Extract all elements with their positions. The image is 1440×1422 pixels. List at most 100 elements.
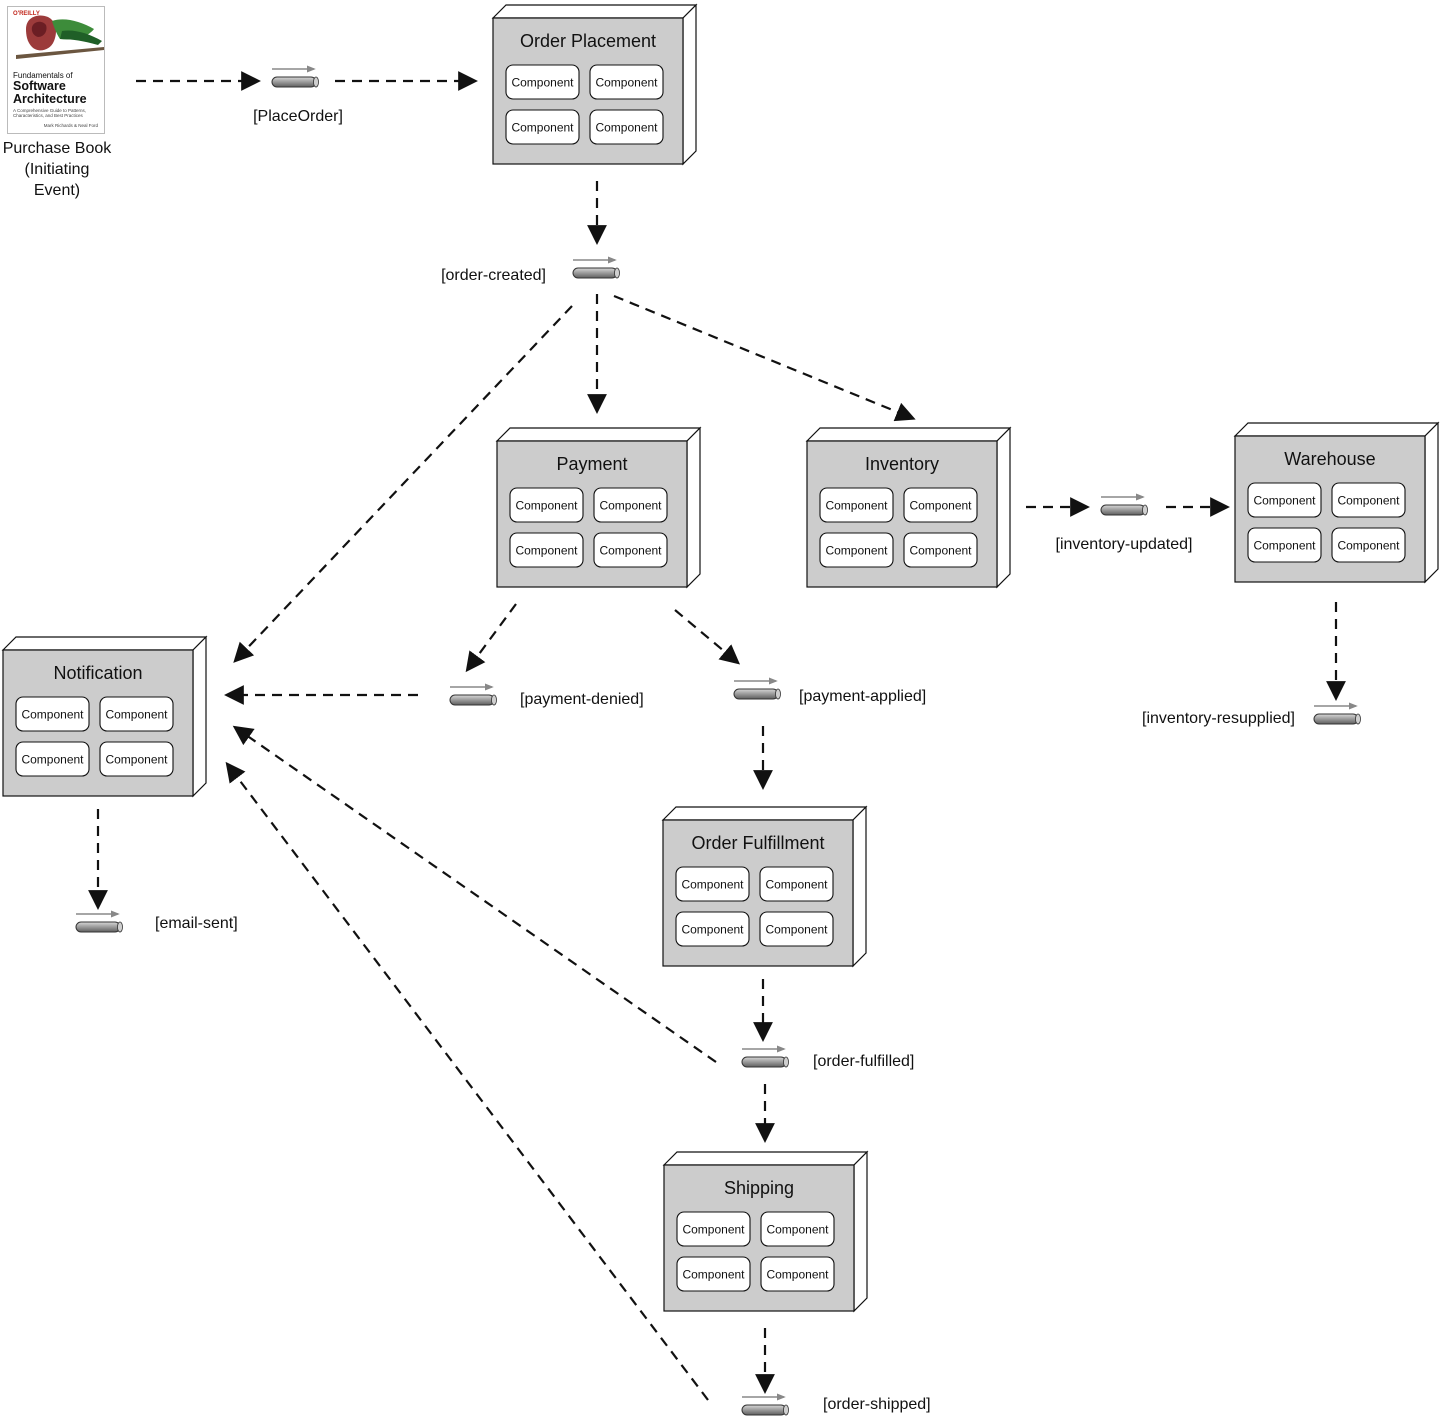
caption-line1: Purchase Book bbox=[2, 140, 112, 157]
component-label: Component bbox=[682, 1223, 745, 1237]
component-rect bbox=[593, 532, 668, 568]
book-title-line1: Fundamentals of bbox=[13, 71, 73, 80]
component-rect bbox=[99, 696, 174, 732]
box-side-face bbox=[852, 805, 867, 968]
event-label: [order-shipped] bbox=[823, 1396, 931, 1413]
channels-layer: [PlaceOrder][order-created][inventory-up… bbox=[75, 65, 1361, 1416]
component-label: Component bbox=[515, 544, 578, 558]
channel-pipe-icon bbox=[449, 694, 495, 706]
component-rect bbox=[760, 1256, 835, 1292]
component-rect bbox=[903, 532, 978, 568]
channel-pipe-end bbox=[783, 1404, 789, 1416]
component-rect bbox=[99, 741, 174, 777]
component-rect bbox=[676, 1256, 751, 1292]
box-side-face bbox=[1424, 421, 1439, 584]
component-label: Component bbox=[1337, 494, 1400, 508]
component-box: Component bbox=[505, 64, 580, 100]
processor-title: Payment bbox=[556, 454, 627, 474]
component-rect bbox=[759, 911, 834, 947]
box-side-face bbox=[996, 426, 1011, 589]
component-box: Component bbox=[675, 866, 750, 902]
flow-arrow bbox=[232, 725, 717, 1063]
component-rect bbox=[676, 1211, 751, 1247]
component-rect bbox=[760, 1211, 835, 1247]
component-box: Component bbox=[903, 532, 978, 568]
channel-pipe-icon bbox=[75, 921, 121, 933]
component-rect bbox=[589, 64, 664, 100]
component-box: Component bbox=[759, 866, 834, 902]
event-channel-email-sent: [email-sent] bbox=[75, 910, 238, 933]
channel-pipe-end bbox=[775, 688, 781, 700]
event-label: [email-sent] bbox=[155, 915, 238, 932]
component-box: Component bbox=[1247, 482, 1322, 518]
component-box: Component bbox=[593, 532, 668, 568]
component-box: Component bbox=[676, 1211, 751, 1247]
channel-pipe-end bbox=[783, 1056, 789, 1068]
component-label: Component bbox=[511, 121, 574, 135]
component-label: Component bbox=[599, 544, 662, 558]
component-label: Component bbox=[682, 1268, 745, 1282]
processor-title: Shipping bbox=[724, 1178, 794, 1198]
component-label: Component bbox=[681, 923, 744, 937]
event-label: [payment-applied] bbox=[799, 688, 926, 705]
component-label: Component bbox=[595, 76, 658, 90]
component-box: Component bbox=[676, 1256, 751, 1292]
component-box: Component bbox=[759, 911, 834, 947]
flow-arrow bbox=[674, 609, 741, 665]
channel-pipe-icon bbox=[271, 76, 317, 88]
component-label: Component bbox=[1337, 539, 1400, 553]
channel-pipe-end bbox=[491, 694, 497, 706]
flow-arrow bbox=[233, 305, 573, 663]
box-top-face bbox=[661, 806, 868, 821]
channel-pipe-icon bbox=[1313, 713, 1359, 725]
component-label: Component bbox=[909, 544, 972, 558]
component-rect bbox=[509, 532, 584, 568]
component-rect bbox=[509, 487, 584, 523]
box-side-face bbox=[192, 635, 207, 798]
component-label: Component bbox=[1253, 539, 1316, 553]
component-label: Component bbox=[681, 878, 744, 892]
component-rect bbox=[1331, 527, 1406, 563]
channel-pipe-icon bbox=[741, 1056, 787, 1068]
component-box: Component bbox=[819, 487, 894, 523]
component-box: Component bbox=[99, 696, 174, 732]
event-channel-payment-applied: [payment-applied] bbox=[733, 677, 926, 705]
box-side-face bbox=[682, 3, 697, 166]
component-label: Component bbox=[766, 1223, 829, 1237]
book-title-main: Software Architecture bbox=[13, 79, 87, 106]
component-label: Component bbox=[21, 753, 84, 767]
box-side-face bbox=[853, 1150, 868, 1313]
flow-arrow bbox=[613, 294, 916, 422]
component-label: Component bbox=[825, 499, 888, 513]
flow-arrow bbox=[465, 603, 517, 673]
component-box: Component bbox=[15, 741, 90, 777]
component-label: Component bbox=[105, 753, 168, 767]
component-box: Component bbox=[509, 487, 584, 523]
component-box: Component bbox=[760, 1256, 835, 1292]
box-top-face bbox=[1, 636, 208, 651]
component-label: Component bbox=[825, 544, 888, 558]
component-rect bbox=[505, 64, 580, 100]
component-rect bbox=[505, 109, 580, 145]
component-label: Component bbox=[595, 121, 658, 135]
event-channel-inventory-updated: [inventory-updated] bbox=[1056, 493, 1192, 553]
book-authors: Mark Richards & Neal Ford bbox=[43, 123, 98, 128]
component-box: Component bbox=[819, 532, 894, 568]
event-label: [payment-denied] bbox=[520, 691, 644, 708]
component-box: Component bbox=[15, 696, 90, 732]
event-channel-inventory-resupplied: [inventory-resupplied] bbox=[1142, 702, 1361, 727]
component-box: Component bbox=[593, 487, 668, 523]
event-label: [order-fulfilled] bbox=[813, 1053, 914, 1070]
component-box: Component bbox=[589, 64, 664, 100]
event-channel-order-created: [order-created] bbox=[441, 256, 620, 284]
event-label: [order-created] bbox=[441, 267, 546, 284]
event-label: [inventory-resupplied] bbox=[1142, 710, 1295, 727]
processor-title: Notification bbox=[53, 663, 142, 683]
